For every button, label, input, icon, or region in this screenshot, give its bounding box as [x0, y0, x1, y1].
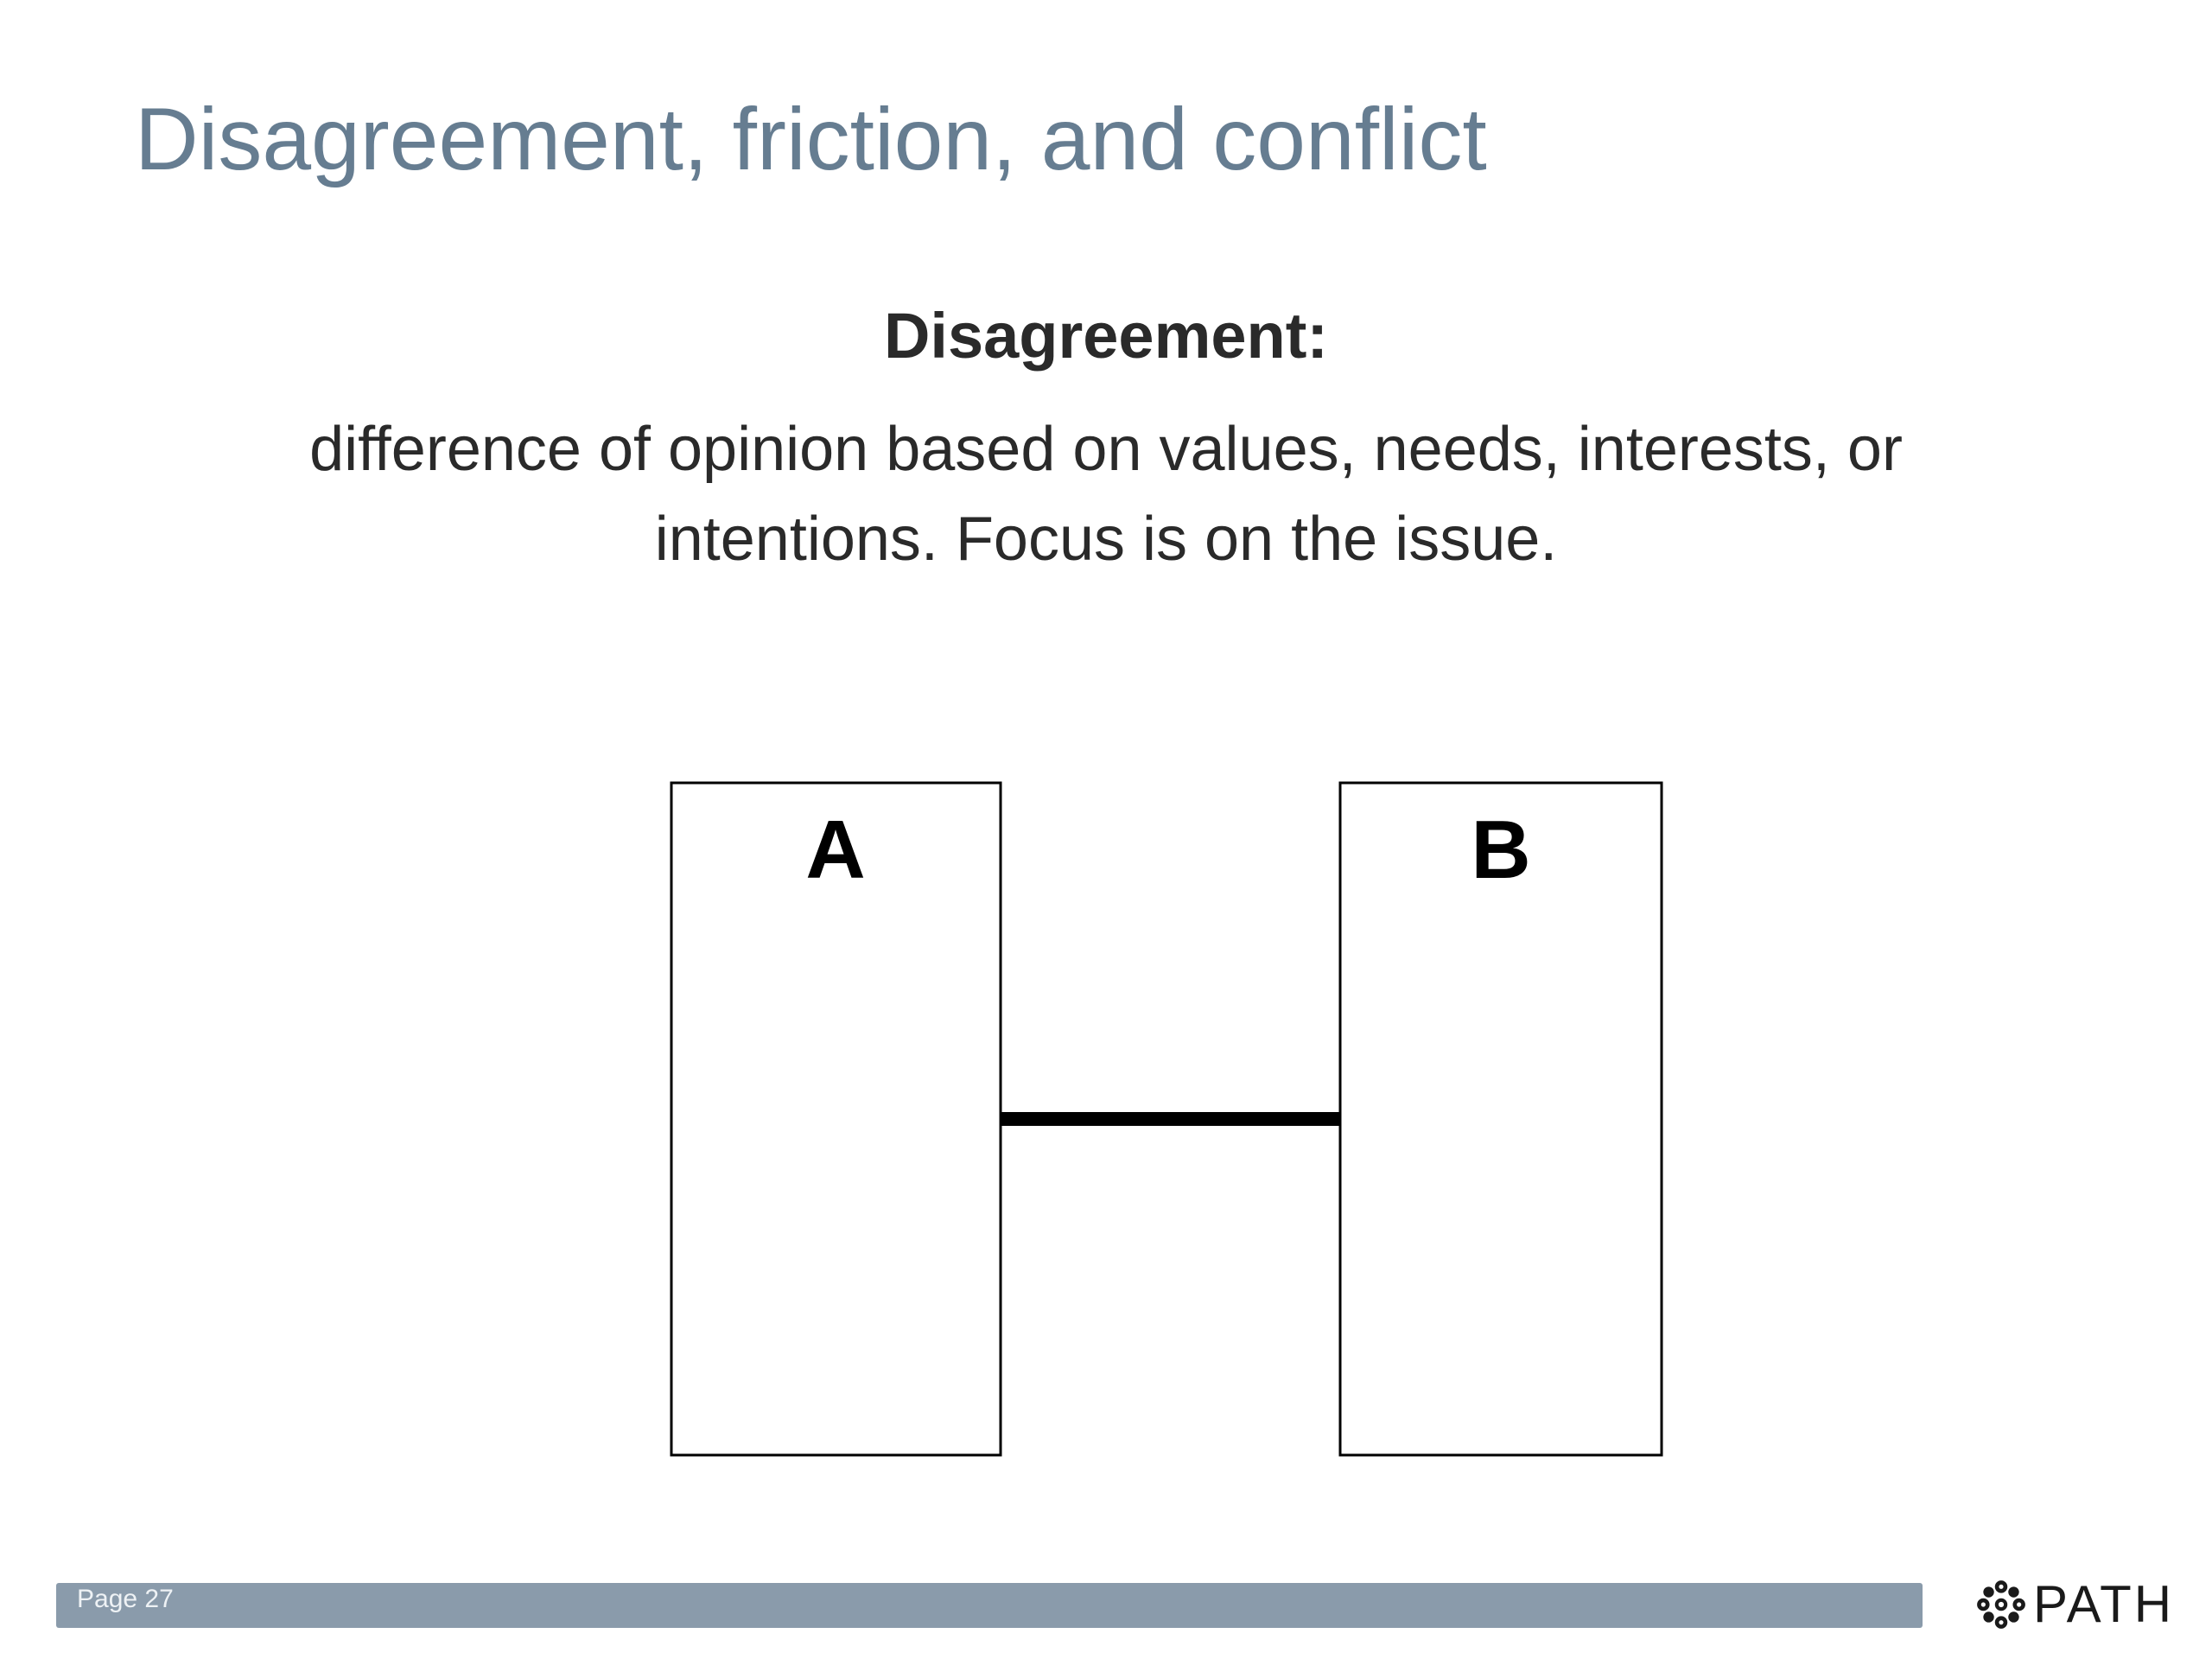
path-logo: PATH — [1974, 1574, 2174, 1635]
footer-bar: Page 27 — [56, 1583, 1923, 1628]
path-flower-icon — [1977, 1580, 2025, 1629]
term-heading: Disagreement: — [883, 300, 1329, 372]
slide-title: Disagreement, friction, and conflict — [135, 90, 1487, 188]
logo-text: PATH — [2033, 1575, 2175, 1633]
box-a — [670, 781, 1002, 1457]
term-definition: difference of opinion based on values, n… — [309, 415, 1903, 574]
page-number: Page 27 — [77, 1585, 174, 1613]
box-a-label: A — [805, 804, 865, 896]
box-b — [1338, 781, 1663, 1457]
box-b-label: B — [1471, 804, 1530, 896]
